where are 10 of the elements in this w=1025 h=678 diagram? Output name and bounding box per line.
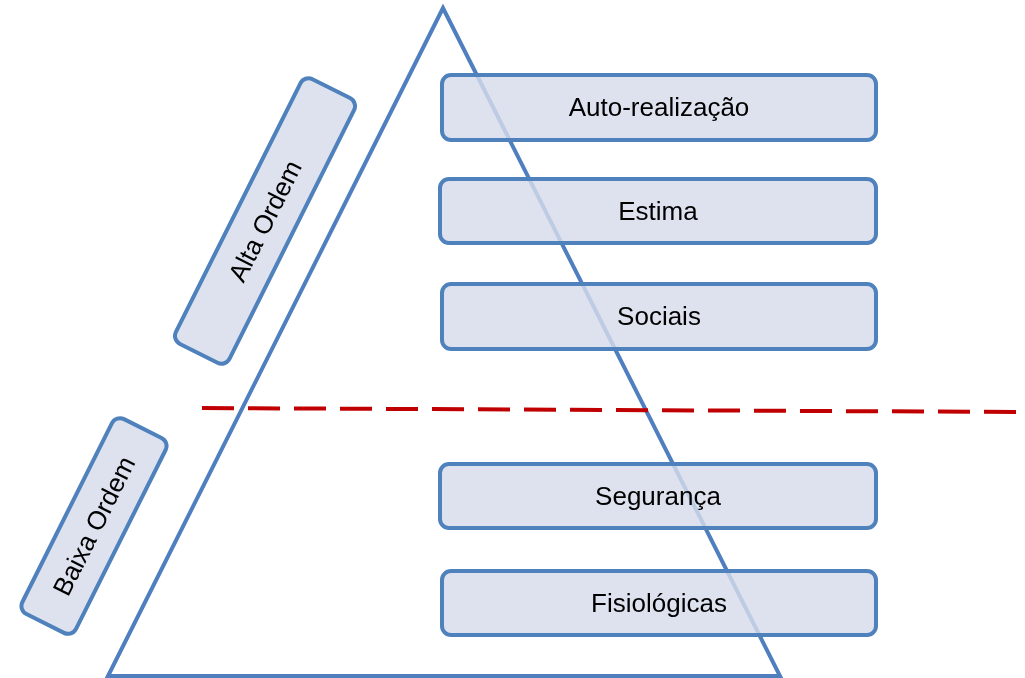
- level-box: [440, 569, 878, 637]
- level-box: [438, 462, 878, 530]
- level-name: Fisiológicas: [591, 587, 727, 619]
- level-box: [438, 177, 878, 245]
- level-name: Sociais: [617, 301, 701, 332]
- level-name: Segurança: [595, 480, 721, 512]
- level-name: Auto-realização: [568, 92, 750, 123]
- level-box: [440, 73, 878, 142]
- level-box: [440, 282, 878, 351]
- level-name: Estima: [618, 195, 698, 227]
